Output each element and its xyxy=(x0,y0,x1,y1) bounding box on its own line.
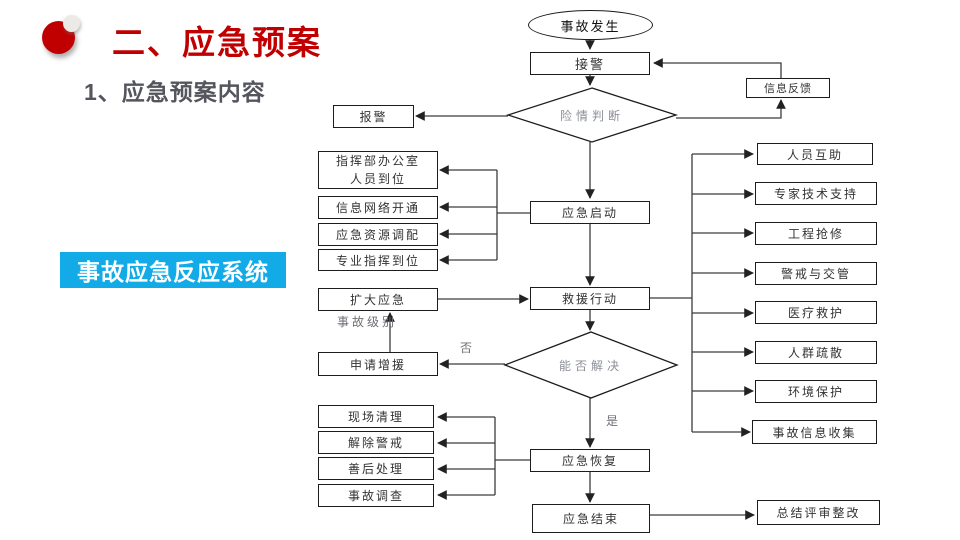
node-command-office: 指挥部办公室 人员到位 xyxy=(318,151,438,189)
node-report-alarm: 报警 xyxy=(333,105,414,128)
node-site-cleanup: 现场清理 xyxy=(318,405,434,428)
node-rescue-action: 救援行动 xyxy=(530,287,650,310)
node-engineering-repair: 工程抢修 xyxy=(755,222,877,245)
system-banner: 事故应急反应系统 xyxy=(60,252,286,288)
node-crowd-evacuation: 人群疏散 xyxy=(755,341,877,364)
node-expert-support: 专家技术支持 xyxy=(755,182,877,205)
node-medical-rescue: 医疗救护 xyxy=(755,301,877,324)
node-accident-investigation: 事故调查 xyxy=(318,484,434,507)
node-lift-alert: 解除警戒 xyxy=(318,431,434,454)
branch-no-label: 否 xyxy=(460,341,473,355)
node-receive-alarm: 接警 xyxy=(530,52,650,75)
page-subtitle: 1、应急预案内容 xyxy=(84,79,266,105)
bullet-highlight-icon xyxy=(63,15,80,32)
node-info-network: 信息网络开通 xyxy=(318,196,438,219)
node-aftermath-handling: 善后处理 xyxy=(318,457,434,480)
node-accident-info-collection: 事故信息收集 xyxy=(752,420,877,444)
node-personnel-mutual-aid: 人员互助 xyxy=(757,143,873,165)
node-summary-review: 总结评审整改 xyxy=(757,500,880,525)
node-command-office-line2: 人员到位 xyxy=(349,172,406,186)
node-info-feedback: 信息反馈 xyxy=(746,78,830,98)
node-resource-allocation: 应急资源调配 xyxy=(318,223,438,246)
connector-lines xyxy=(385,40,786,520)
node-environmental-protection: 环境保护 xyxy=(755,380,877,403)
node-emergency-start: 应急启动 xyxy=(530,201,650,224)
node-alert-traffic-control: 警戒与交管 xyxy=(755,262,877,285)
node-start: 事故发生 xyxy=(528,10,653,40)
node-emergency-end: 应急结束 xyxy=(532,504,650,533)
page-title: 二、应急预案 xyxy=(112,24,322,61)
accident-level-label: 事故级别 xyxy=(337,315,398,329)
node-professional-command: 专业指挥到位 xyxy=(318,249,438,271)
decision-can-solve-label: 能否解决 xyxy=(558,358,623,373)
node-request-reinforcement: 申请增援 xyxy=(318,352,438,376)
branch-yes-label: 是 xyxy=(606,414,619,428)
node-command-office-line1: 指挥部办公室 xyxy=(335,154,420,168)
decision-danger-judgment xyxy=(505,87,679,143)
decision-danger-judgment-label: 险情判断 xyxy=(559,108,624,123)
node-expand-emergency: 扩大应急 xyxy=(318,288,438,311)
node-emergency-recovery: 应急恢复 xyxy=(530,449,650,472)
decision-can-solve xyxy=(503,331,679,399)
